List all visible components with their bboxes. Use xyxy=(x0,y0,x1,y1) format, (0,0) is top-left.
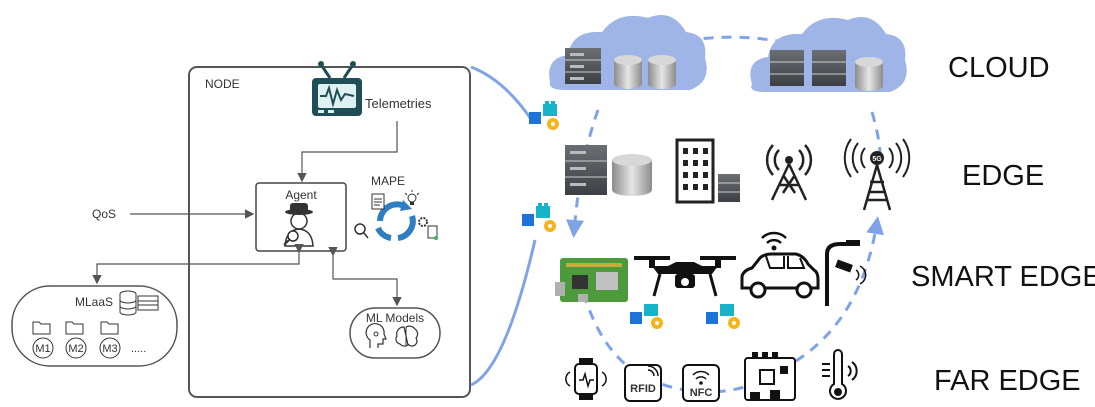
node-box xyxy=(188,66,471,398)
cloud-datacenter-icon-2 xyxy=(750,17,907,92)
agent-spy-icon xyxy=(283,203,314,247)
connected-car-icon xyxy=(740,231,820,299)
5g-tower-icon: 5G xyxy=(843,138,911,211)
nfc-card-icon: NFC xyxy=(682,364,720,402)
qos-label: QoS xyxy=(92,207,116,221)
raspberry-pi-board-icon xyxy=(555,258,628,302)
zoom-line-bottom xyxy=(470,239,537,387)
street-lamp-camera-icon xyxy=(825,240,867,306)
lego-gear-icon-4 xyxy=(706,304,740,329)
ml-models-label: ML Models xyxy=(366,311,424,325)
mape-cycle-icon xyxy=(375,200,416,241)
model-m2-label: M2 xyxy=(68,343,83,355)
nfc-label: NFC xyxy=(690,387,713,399)
cloud-datacenter-icon-1 xyxy=(549,15,707,91)
building-icon xyxy=(675,138,740,204)
zoom-line-top xyxy=(470,65,535,123)
smartwatch-icon xyxy=(565,358,607,400)
5g-badge-label: 5G xyxy=(872,156,882,163)
tier-label-cloud: CLOUD xyxy=(948,52,1050,84)
tier-label-edge: EDGE xyxy=(962,160,1044,192)
agent-mlmodels-arrow xyxy=(328,246,402,307)
analyze-magnifier-icon xyxy=(354,223,369,239)
folder-icons xyxy=(32,321,119,335)
ai-head-icon xyxy=(365,323,387,348)
tier-label-far-edge: FAR EDGE xyxy=(934,365,1081,397)
monitor-document-icon xyxy=(371,193,385,210)
mape-label: MAPE xyxy=(371,174,405,188)
lego-gear-icon-3 xyxy=(630,304,663,329)
lightbulb-icon xyxy=(404,190,420,205)
ml-models-box xyxy=(349,307,441,359)
telemetry-icon xyxy=(312,61,362,116)
model-m3-circle xyxy=(99,337,121,359)
telemetry-to-agent-arrow xyxy=(297,121,398,183)
model-m1-label: M1 xyxy=(35,343,50,355)
brain-icon xyxy=(395,325,419,347)
cell-tower-icon xyxy=(765,144,813,201)
execute-gear-icon xyxy=(418,217,438,240)
lego-gear-icon-1 xyxy=(529,101,559,130)
temperature-sensor-icon xyxy=(822,349,858,400)
model-m1-circle xyxy=(32,337,54,359)
edge-server-icon xyxy=(565,145,652,196)
agent-label: Agent xyxy=(285,188,317,202)
tier-label-smart-edge: SMART EDGE xyxy=(911,261,1095,293)
models-ellipsis: ..... xyxy=(131,343,146,355)
database-server-icon xyxy=(119,290,159,316)
model-m2-circle xyxy=(65,337,87,359)
lego-gear-icon-2 xyxy=(522,203,556,232)
node-title: NODE xyxy=(205,77,240,91)
mlaas-label: MLaaS xyxy=(75,295,113,309)
drone-icon xyxy=(634,256,736,297)
model-m3-label: M3 xyxy=(102,343,117,355)
microcontroller-board-icon xyxy=(744,352,796,401)
telemetry-label: Telemetries xyxy=(365,96,432,111)
agent-mlaas-arrow xyxy=(92,243,304,285)
rfid-label: RFID xyxy=(630,383,656,395)
rfid-card-icon: RFID xyxy=(624,364,662,402)
